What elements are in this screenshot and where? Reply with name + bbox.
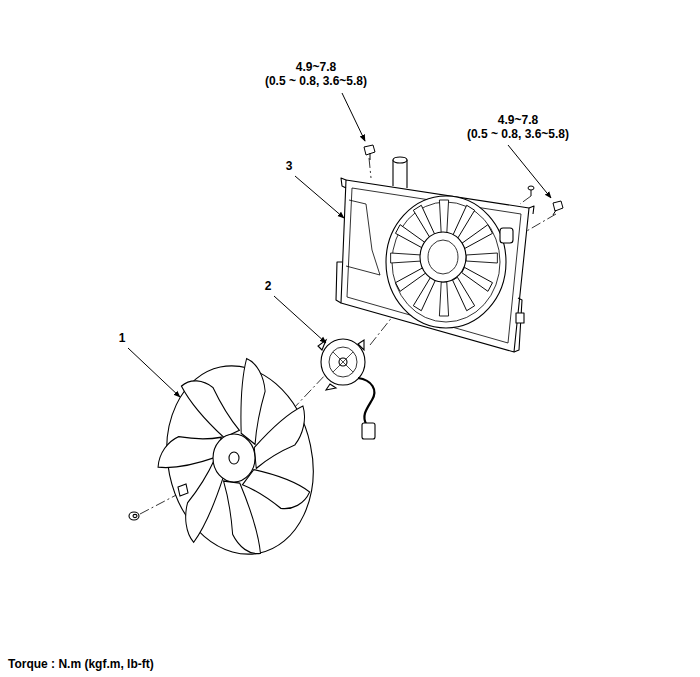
torque-spec: (0.5 ~ 0.8, 3.6~5.8) [265,74,367,88]
bolts [364,145,563,215]
unit-note: Torque : N.m (kgf.m, lb-ft) [8,657,154,671]
torque-spec: (0.5 ~ 0.8, 3.6~5.8) [467,127,569,141]
torque-spec: 4.9~7.8 [498,113,538,127]
callout-number: 2 [265,279,272,293]
callout-number: 3 [286,159,293,173]
torque-spec: 4.9~7.8 [296,60,336,74]
fan-shroud [336,157,534,352]
fan-motor [318,339,375,439]
assembly-axis [140,158,556,514]
cooling-fan [129,352,330,568]
callout-number: 1 [119,331,126,345]
